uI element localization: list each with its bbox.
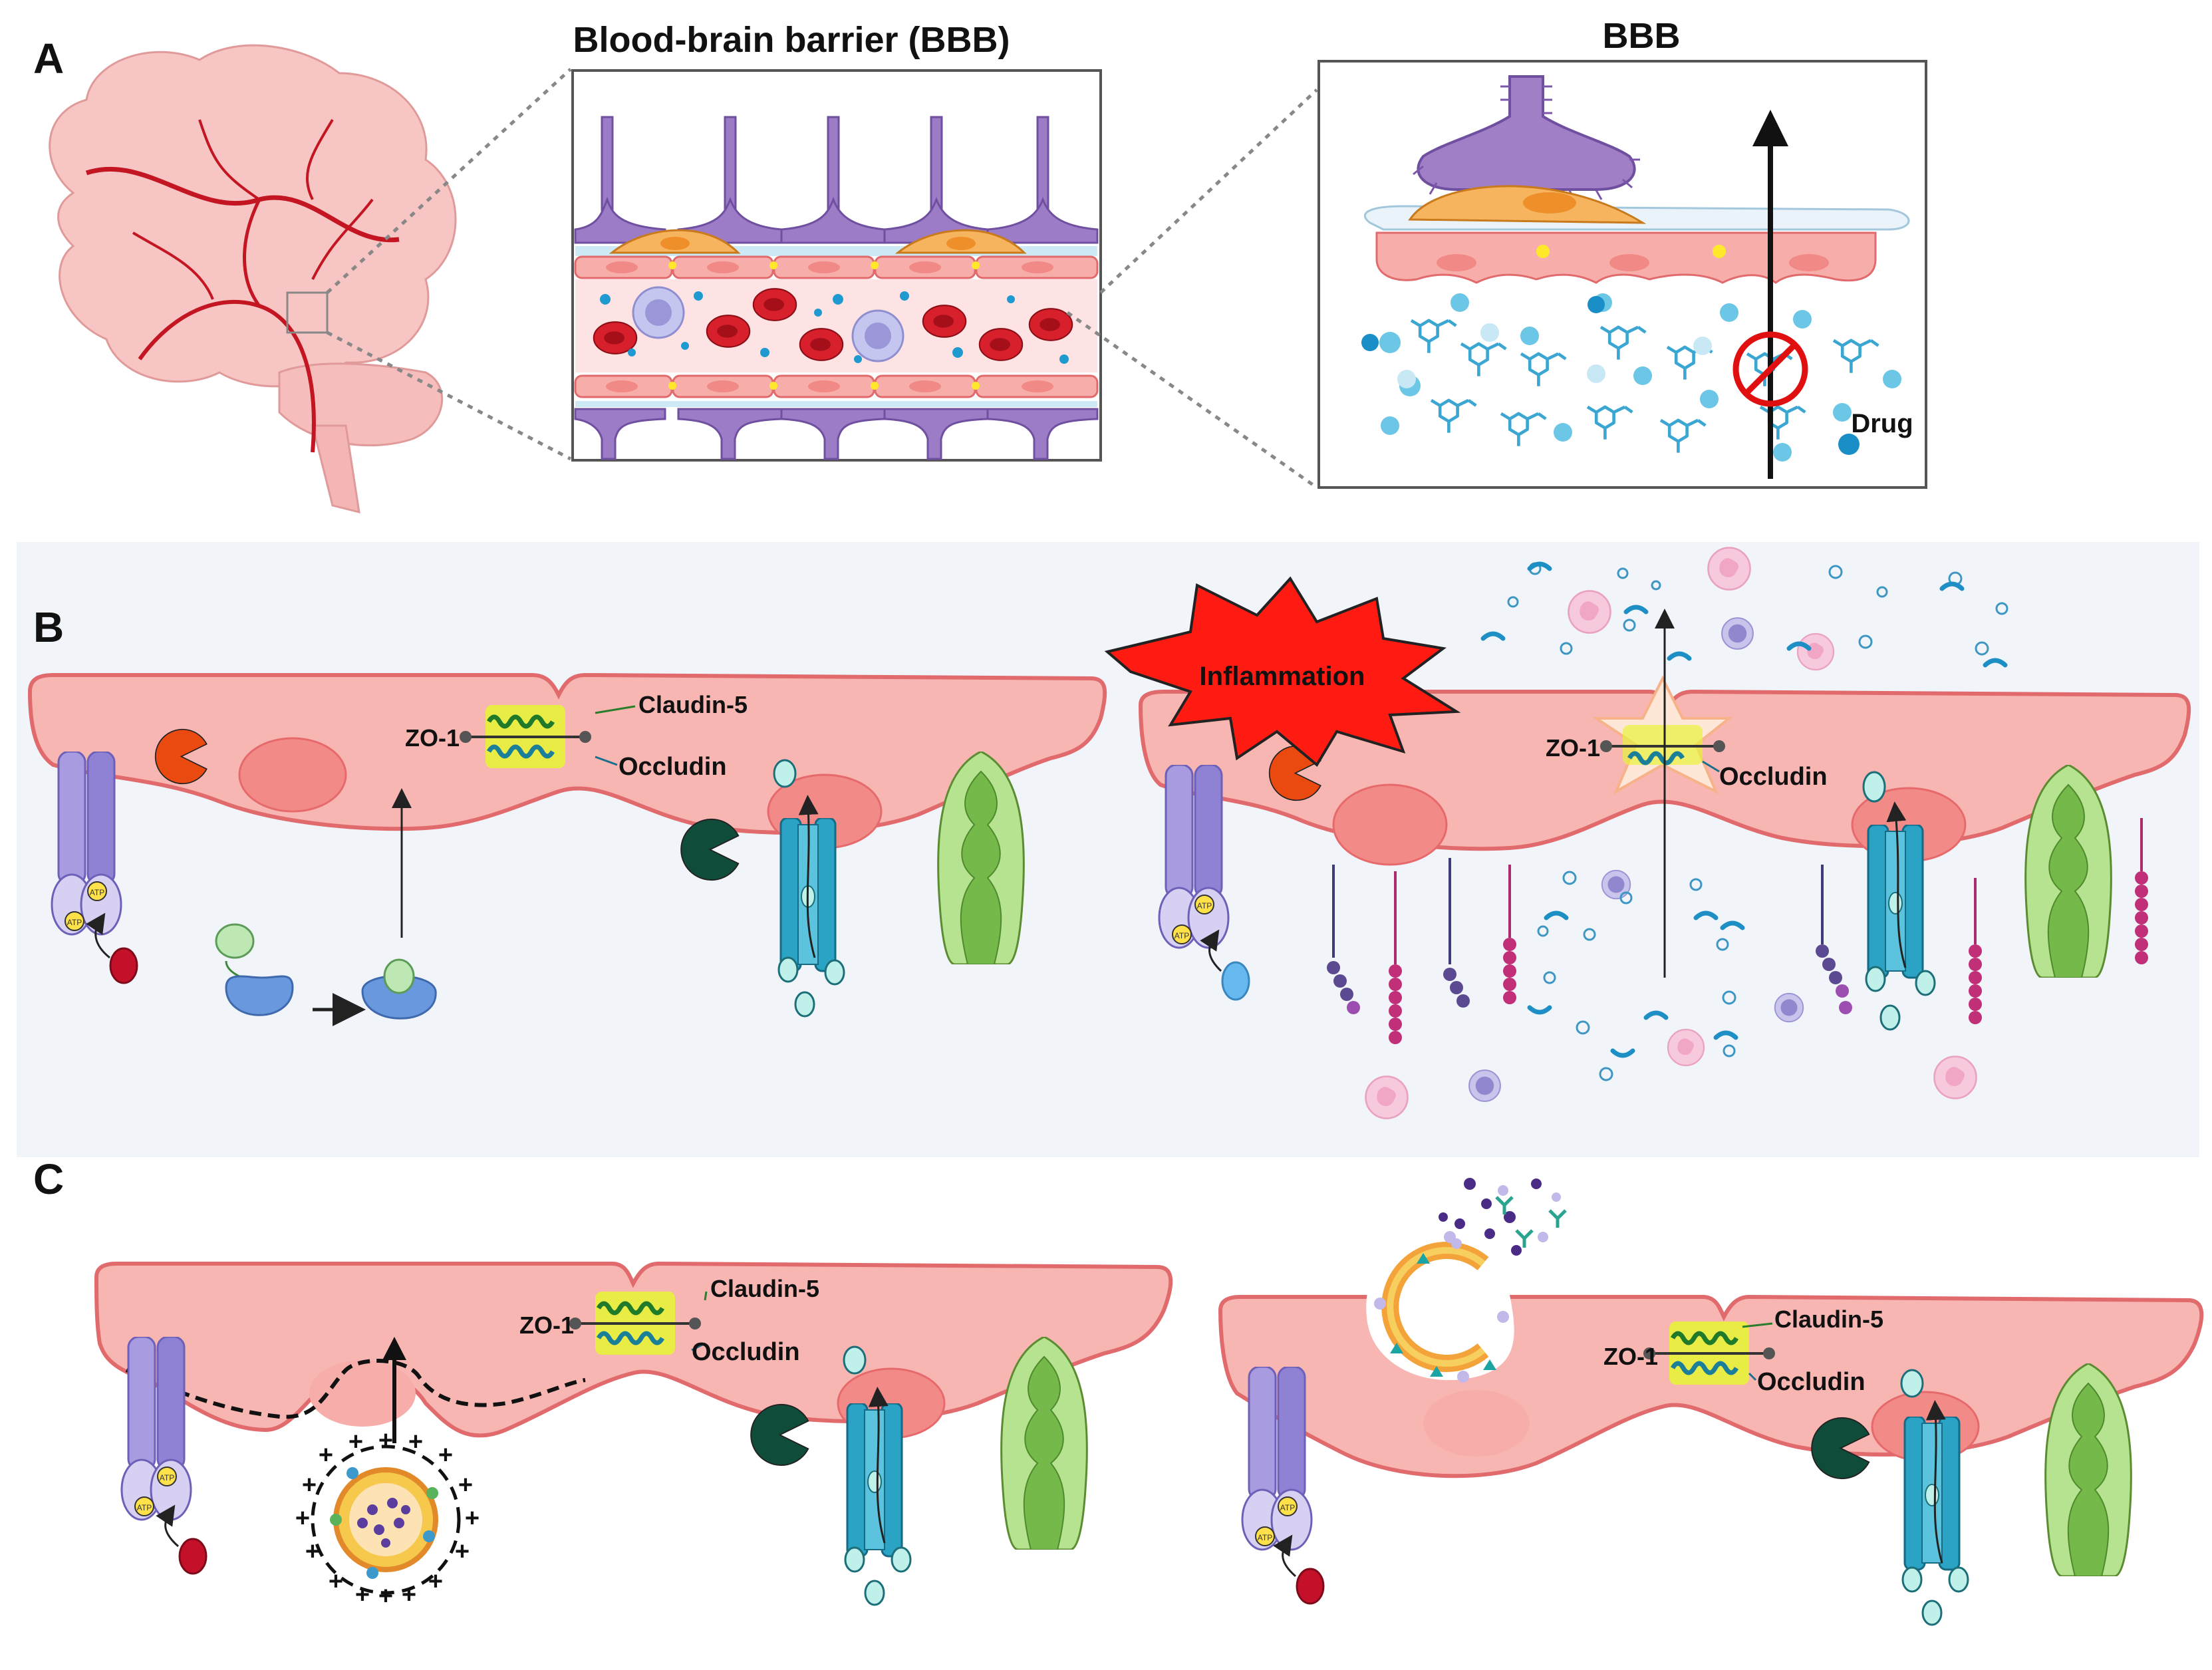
svg-text:+: + <box>302 1471 317 1499</box>
zo1-label: ZO-1 <box>519 1312 574 1339</box>
panel-a-letter: A <box>33 35 64 82</box>
zo1-label: ZO-1 <box>1603 1343 1658 1370</box>
abc-transporter-b-right: ATP ATP <box>1158 765 1250 1001</box>
channel-b-left <box>773 759 845 1018</box>
nanoparticle-cationic: +++++ ++++ ++++ +++ <box>295 1427 480 1610</box>
channel-b-right <box>1862 771 1936 1031</box>
atp-label: ATP <box>90 888 104 897</box>
cytokine-fibers <box>1480 561 2008 1058</box>
leaf-transporter-b-left <box>937 752 1025 964</box>
liposome-vesicle <box>1366 1231 1514 1383</box>
svg-text:+: + <box>348 1428 363 1456</box>
svg-text:+: + <box>428 1568 443 1596</box>
cytokine-particles <box>1507 562 2008 1081</box>
atp-label: ATP <box>67 918 82 927</box>
atp-label: ATP <box>1280 1503 1295 1512</box>
svg-text:+: + <box>305 1538 320 1566</box>
bbb-title: Blood-brain barrier (BBB) <box>573 20 1010 60</box>
atp-label: ATP <box>1258 1533 1272 1542</box>
occludin-label: Occludin <box>1719 763 1828 791</box>
bbb-cross-section <box>571 69 1102 462</box>
svg-text:+: + <box>465 1504 480 1532</box>
svg-text:+: + <box>319 1441 333 1469</box>
leaf-transporter-c-right <box>2044 1363 2132 1576</box>
glycocalyx-chains <box>1327 818 2148 1044</box>
occludin-label: Occludin <box>1757 1368 1866 1396</box>
leaf-transporter-b-right <box>2024 765 2112 978</box>
atp-label: ATP <box>1197 901 1212 910</box>
abc-transporter-c-right: ATP ATP <box>1241 1367 1325 1605</box>
brain-illustration <box>49 44 457 514</box>
zo1-label: ZO-1 <box>1546 734 1600 762</box>
atp-label: ATP <box>160 1473 174 1482</box>
svg-text:+: + <box>438 1441 453 1469</box>
zo1-label: ZO-1 <box>405 724 460 752</box>
occludin-label: Occludin <box>692 1338 800 1366</box>
svg-text:+: + <box>458 1471 473 1499</box>
svg-text:+: + <box>455 1538 470 1566</box>
channel-c-left <box>843 1345 912 1606</box>
panel-b: B ZO-1 Claudin-5 Occludin ATP ATP <box>17 542 2199 1157</box>
svg-text:+: + <box>295 1504 310 1532</box>
svg-text:+: + <box>402 1581 416 1609</box>
panel-c-letter: C <box>33 1155 64 1203</box>
claudin-label: Claudin-5 <box>1774 1306 1883 1333</box>
atp-label: ATP <box>1175 931 1189 940</box>
panel-b-letter: B <box>33 603 64 651</box>
claudin-label: Claudin-5 <box>638 691 748 718</box>
inflammation-burst: Inflammation <box>1104 576 1461 767</box>
receptor-mediated <box>215 923 437 1026</box>
drug-label: Drug <box>1851 409 1913 438</box>
svg-text:+: + <box>408 1428 423 1456</box>
abc-transporter-b-left: ATP ATP <box>51 752 138 984</box>
panel-c-left-endothelium: ZO-1 Claudin-5 Occludin <box>94 1261 1173 1466</box>
inflammation-label: Inflammation <box>1200 662 1365 691</box>
leaf-transporter-c-left <box>1000 1337 1088 1550</box>
atp-label: ATP <box>137 1503 152 1512</box>
svg-text:+: + <box>329 1568 343 1596</box>
claudin-label: Claudin-5 <box>710 1275 819 1302</box>
bbb-zoom-box: Drug <box>1317 60 1927 489</box>
channel-c-right <box>1900 1369 1969 1626</box>
svg-text:+: + <box>355 1581 370 1609</box>
released-cargo <box>1439 1178 1567 1256</box>
panel-c: C ZO-1 Claudin-5 Occludin <box>33 1155 2204 1626</box>
bbb-zoom-title: BBB <box>1603 16 1681 56</box>
abc-transporter-c-left: ATP ATP <box>120 1337 207 1575</box>
svg-text:+: + <box>378 1582 393 1610</box>
panel-a: A Blood-brain barrier (BBB) <box>33 16 1927 514</box>
occludin-label: Occludin <box>619 753 727 781</box>
svg-text:+: + <box>378 1427 393 1455</box>
